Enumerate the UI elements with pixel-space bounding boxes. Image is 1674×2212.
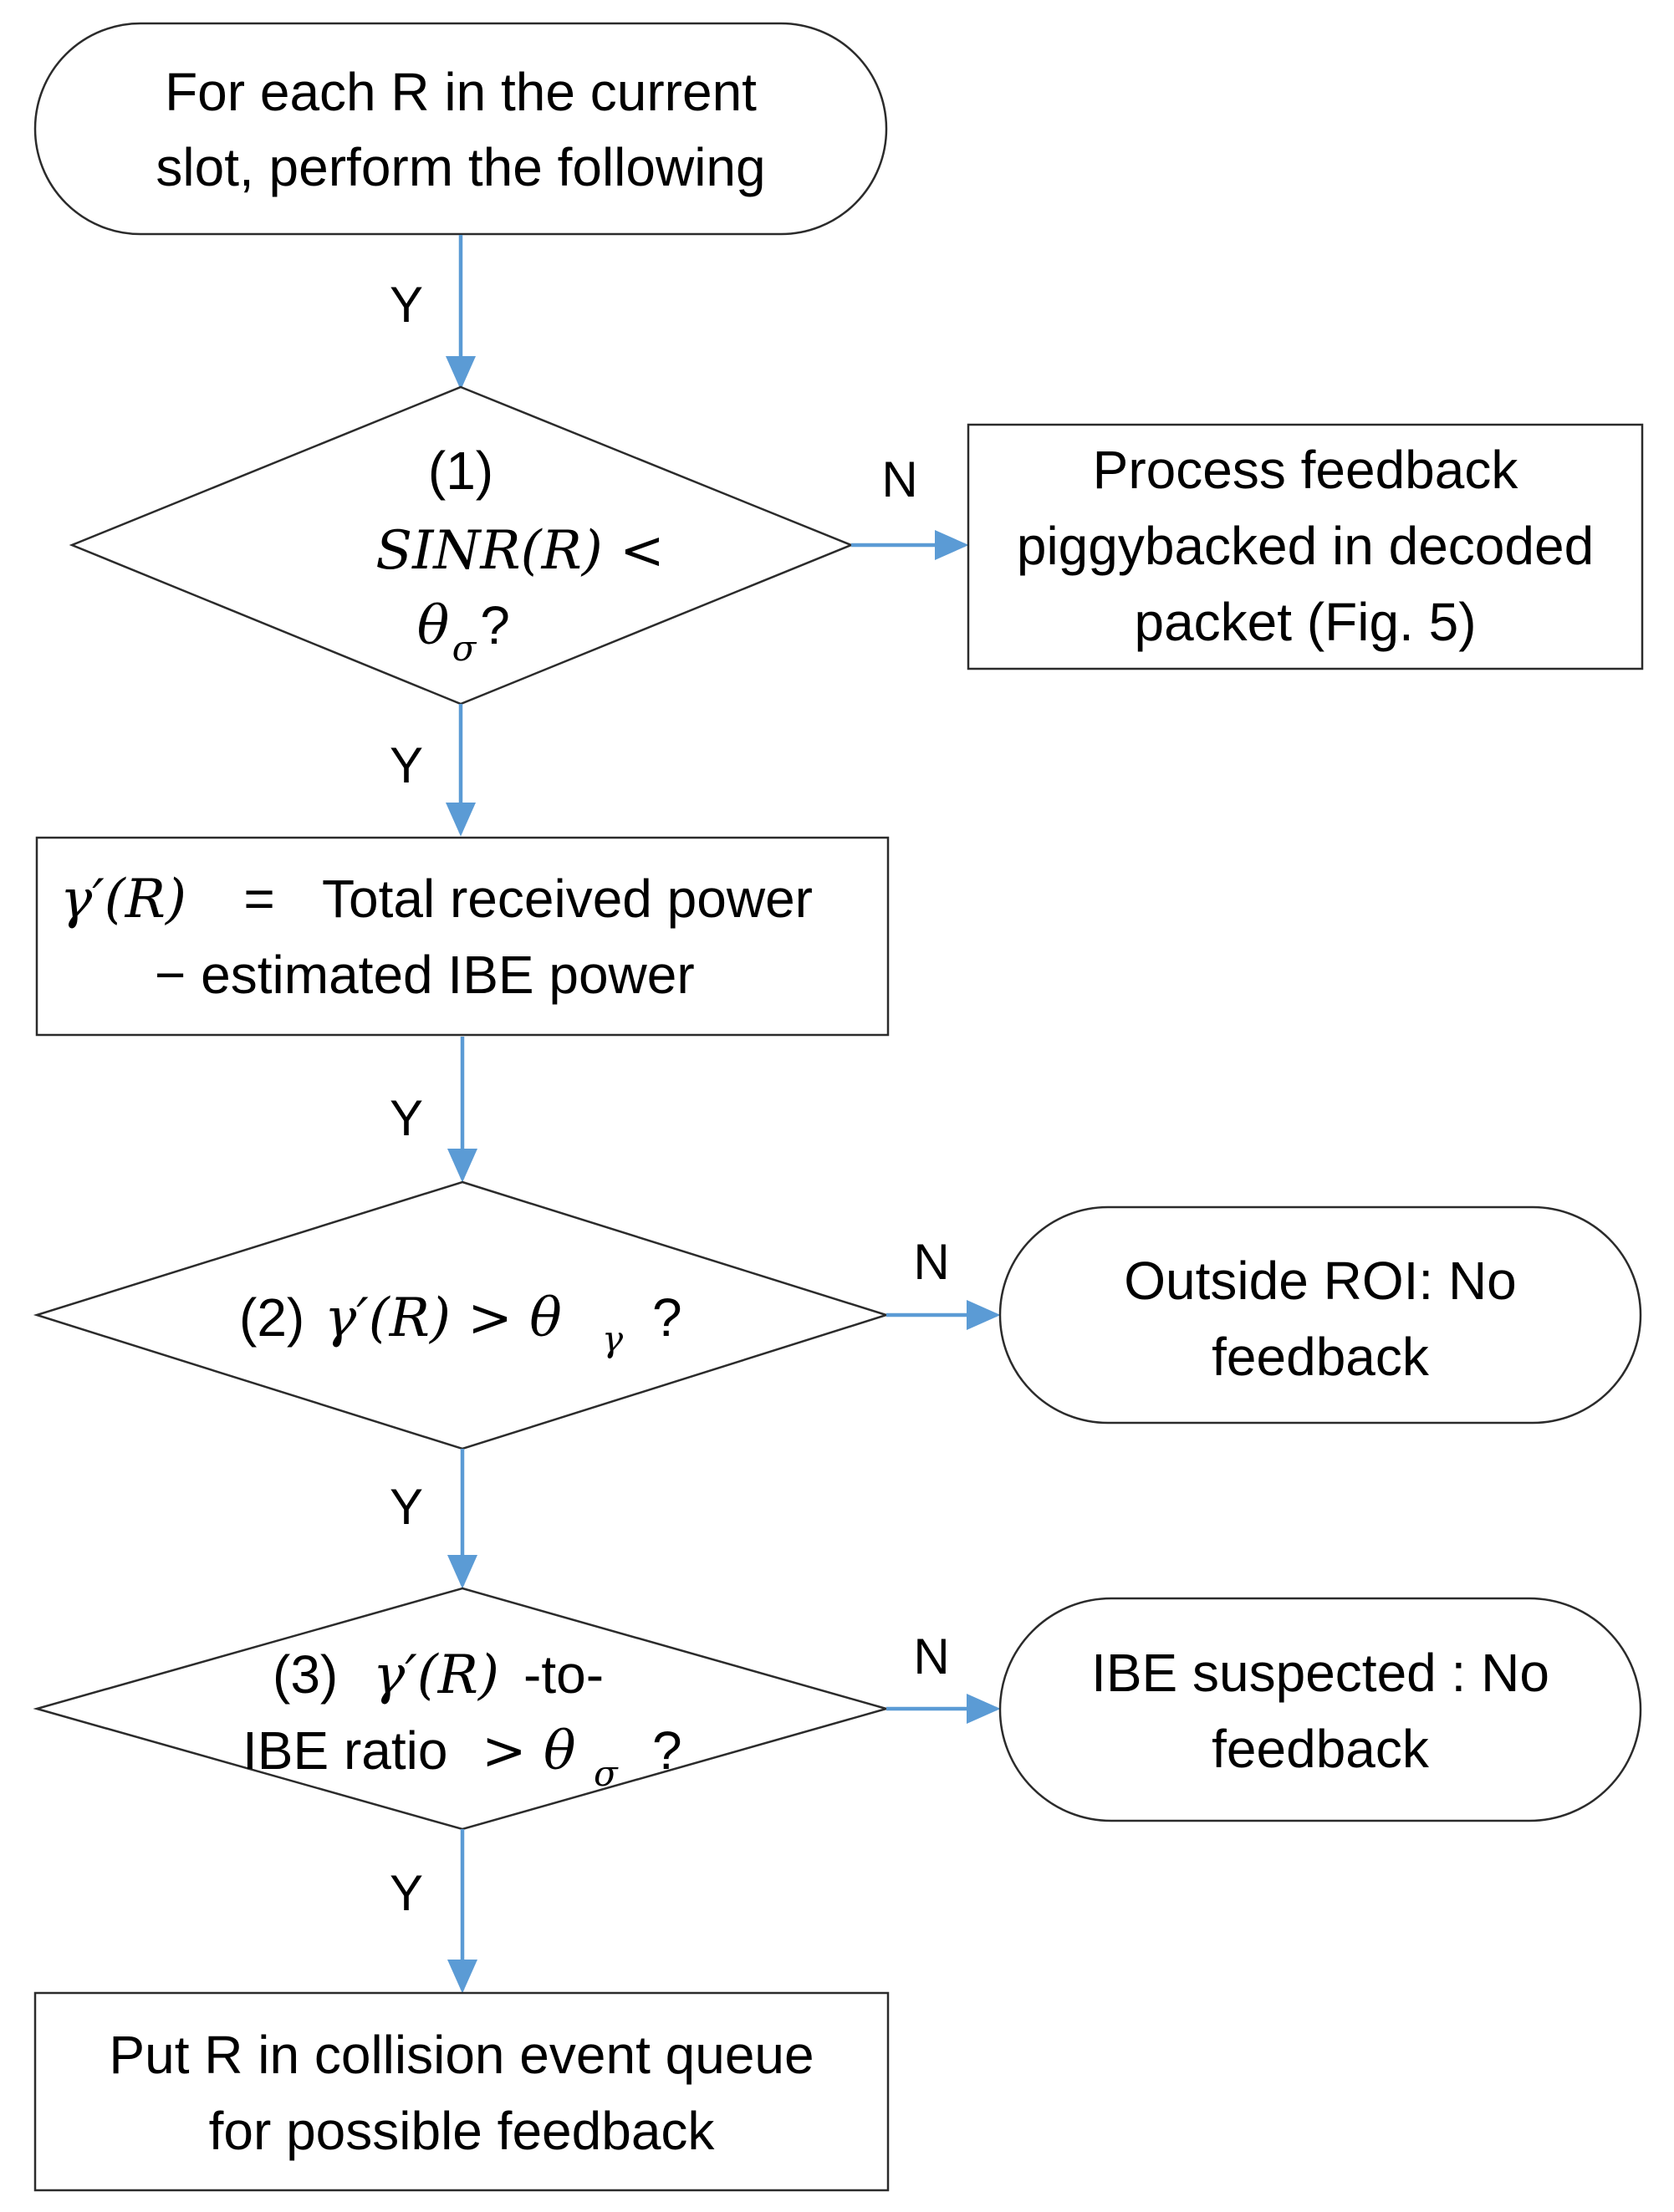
- outside-roi-line-2: feedback: [1212, 1327, 1430, 1387]
- compute-box: γ′(R) = Total received power − estimated…: [35, 836, 890, 1037]
- compute-equals: =: [243, 869, 274, 929]
- outside-roi-shape: [998, 1205, 1642, 1425]
- process-feedback-box: Process feedback piggybacked in decoded …: [967, 423, 1644, 670]
- ibe-suspected-line-1: IBE suspected : No: [1091, 1643, 1549, 1703]
- decision-3-theta-subscript: σ: [594, 1753, 619, 1794]
- ibe-suspected-shape: [998, 1597, 1642, 1822]
- edge-label-decision2-to-decision3: Y: [390, 1479, 423, 1535]
- compute-line-2: − estimated IBE power: [155, 945, 695, 1005]
- decision-2-expression: γ′(R) > θ: [324, 1287, 562, 1349]
- process-feedback-shape: [967, 423, 1644, 670]
- edge-label-compute-to-decision2: Y: [390, 1090, 423, 1146]
- decision-1-theta-subscript: σ: [452, 628, 477, 669]
- start-terminal-shape: [33, 22, 888, 236]
- end-box: Put R in collision event queue for possi…: [33, 1991, 890, 2192]
- decision-2: (2) γ′(R) > θ γ ?: [33, 1180, 891, 1450]
- decision-2-label: (2): [239, 1287, 304, 1348]
- edge-label-decision3-to-end: Y: [390, 1865, 423, 1921]
- decision-3-suffix: -to-: [523, 1644, 604, 1705]
- start-line-1: For each R in the current: [165, 62, 757, 122]
- end-line-2: for possible feedback: [209, 2101, 716, 2161]
- compute-gamma: γ′(R): [60, 869, 186, 930]
- decision-3-label: (3): [273, 1644, 338, 1705]
- decision-2-theta-subscript: γ: [602, 1318, 624, 1359]
- decision-1-question: ?: [480, 595, 510, 655]
- edge-label-decision3-to-ibe-suspected: N: [913, 1628, 949, 1684]
- decision-3-question: ?: [652, 1720, 682, 1781]
- end-line-1: Put R in collision event queue: [109, 2025, 814, 2085]
- decision-2-question: ?: [652, 1287, 682, 1348]
- edge-label-start-to-decision1: Y: [390, 277, 423, 333]
- compute-shape: [35, 836, 890, 1037]
- ibe-suspected-line-2: feedback: [1212, 1719, 1430, 1779]
- decision-1-theta: θ: [417, 595, 450, 657]
- edge-label-decision1-to-process-feedback: N: [881, 451, 917, 507]
- process-feedback-line-3: packet (Fig. 5): [1134, 592, 1476, 652]
- process-feedback-line-1: Process feedback: [1093, 440, 1519, 500]
- decision-3-gamma: γ′(R): [373, 1644, 499, 1706]
- outside-roi-line-1: Outside ROI: No: [1124, 1251, 1517, 1311]
- decision-1-label: (1): [428, 441, 493, 501]
- edge-label-decision1-to-compute: Y: [390, 737, 423, 793]
- process-feedback-line-2: piggybacked in decoded: [1017, 516, 1594, 576]
- decision-1: (1) SINR(R) < θ σ ?: [69, 385, 855, 706]
- compute-line-1: Total received power: [322, 869, 813, 929]
- ibe-suspected-terminal: IBE suspected : No feedback: [998, 1597, 1642, 1822]
- start-terminal: For each R in the current slot, perform …: [33, 22, 888, 236]
- end-shape: [33, 1991, 890, 2192]
- decision-3-diamond: [33, 1587, 891, 1831]
- decision-1-expression: SINR(R) <: [375, 520, 664, 582]
- start-line-2: slot, perform the following: [156, 137, 765, 197]
- decision-3-line-2-expression: > θ: [482, 1720, 576, 1782]
- decision-3-line-2-text: IBE ratio: [242, 1720, 447, 1781]
- outside-roi-terminal: Outside ROI: No feedback: [998, 1205, 1642, 1425]
- edge-label-decision2-to-outside-roi: N: [913, 1234, 949, 1290]
- decision-3: (3) γ′(R) -to- IBE ratio > θ σ ?: [33, 1587, 891, 1831]
